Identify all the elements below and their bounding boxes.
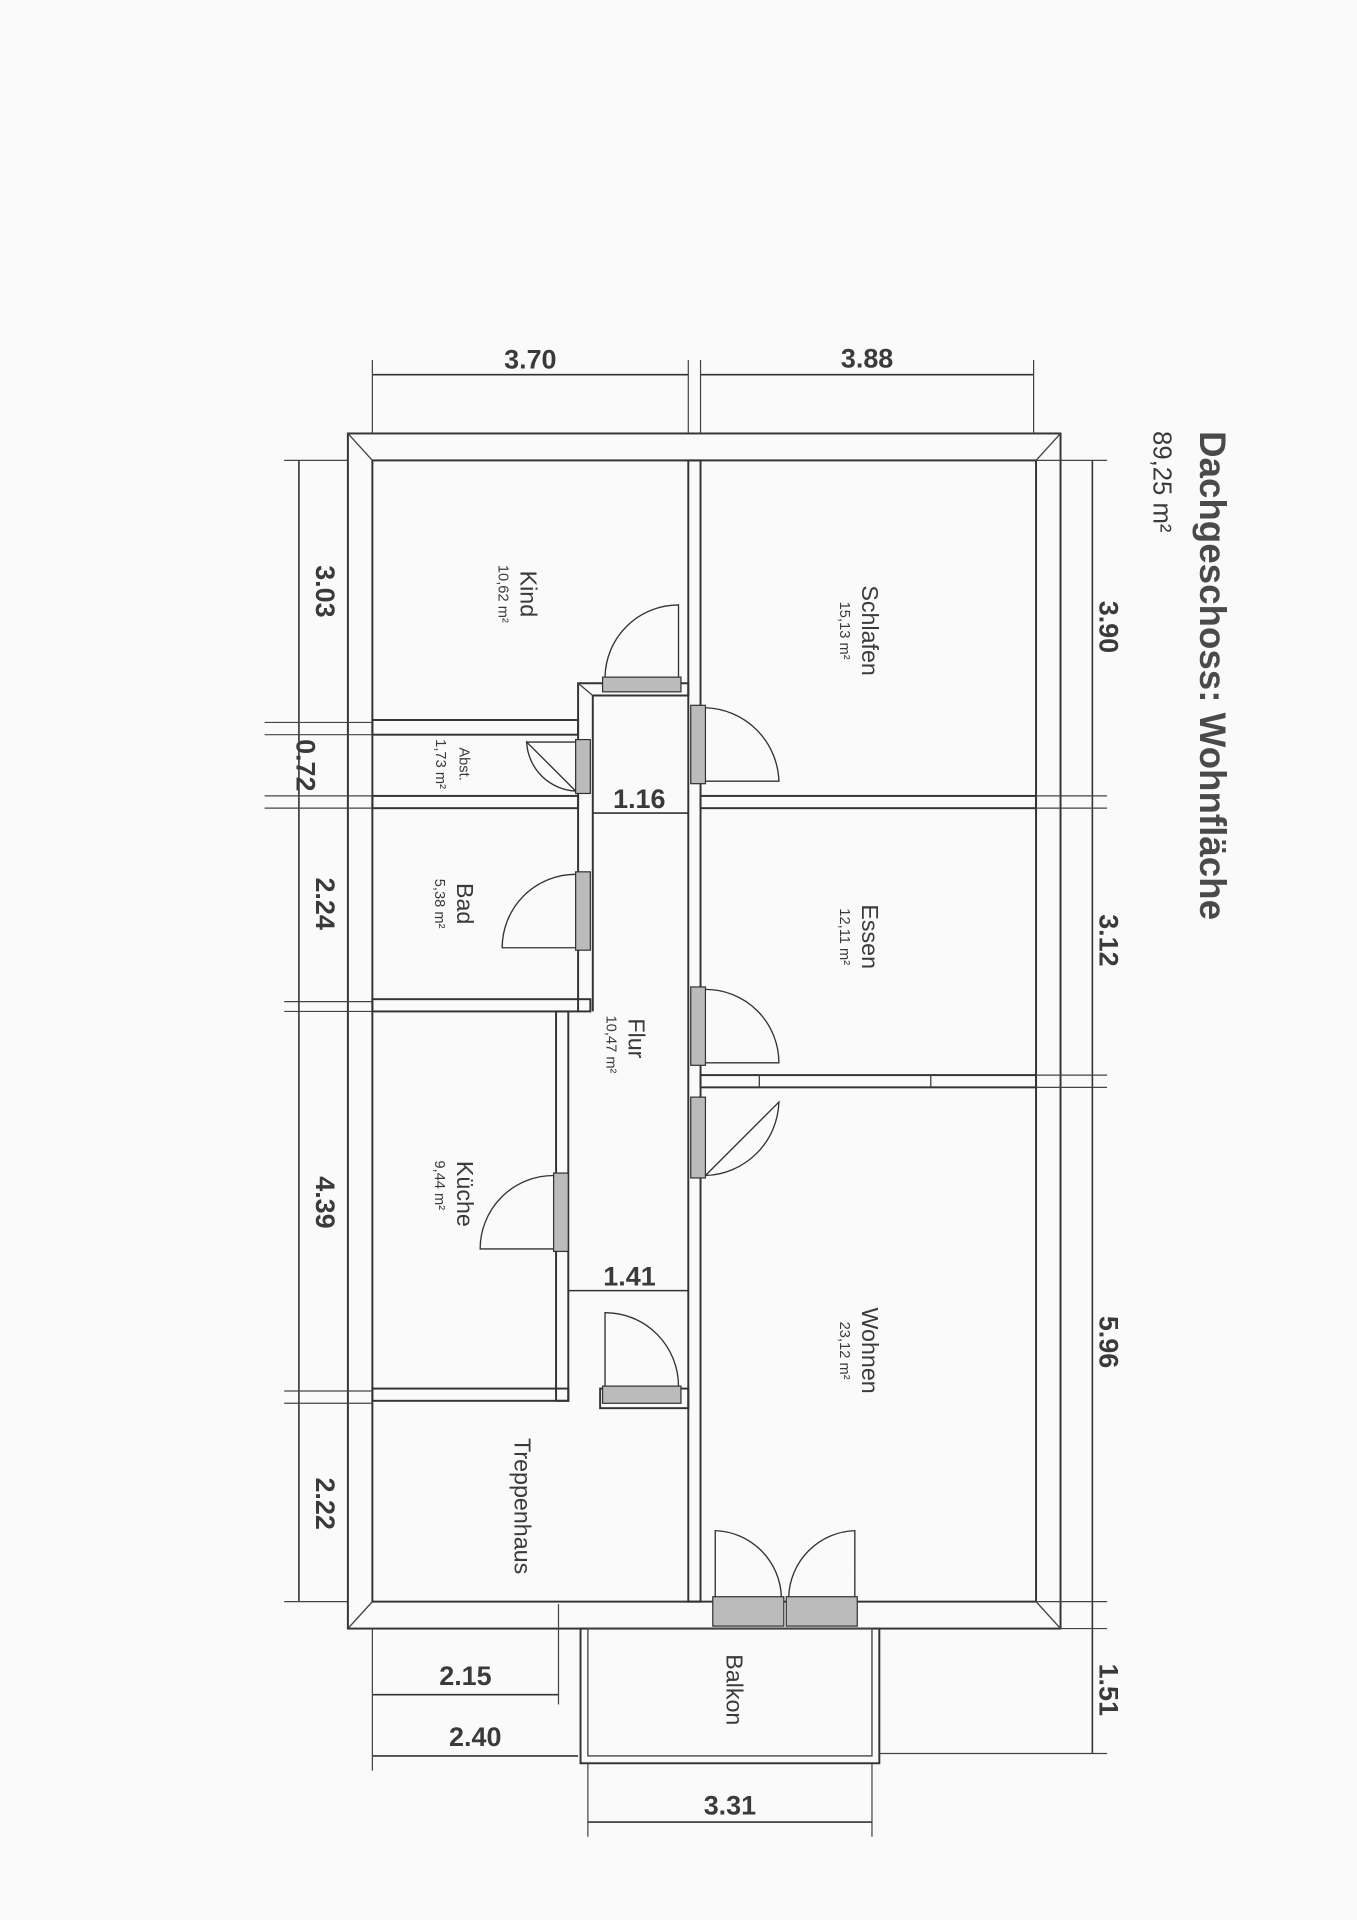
dim-left-abst: 0.72 <box>290 739 320 791</box>
room-flur-name: Flur <box>623 1018 649 1058</box>
room-treppenhaus-name: Treppenhaus <box>509 1438 535 1574</box>
room-bad-area: 5,38 m² <box>431 879 447 929</box>
dim-right-wohnen: 5.96 <box>1094 1316 1124 1368</box>
dim-left-bad: 2.24 <box>310 877 340 929</box>
balcony <box>579 1627 881 1765</box>
plan-title: Dachgeschoss: Wohnfläche <box>1192 431 1233 920</box>
dim-left-kind: 3.03 <box>310 565 340 617</box>
dim-flur-width-lower: 1.41 <box>603 1262 655 1292</box>
dim-bottom-240: 2.40 <box>449 1722 501 1752</box>
room-schlafen-name: Schlafen <box>857 585 883 675</box>
room-wohnen-name: Wohnen <box>857 1308 883 1394</box>
room-schlafen-area: 15,13 m² <box>836 602 852 660</box>
room-abst-name: Abst. <box>455 747 471 780</box>
dim-top-left: 3.70 <box>504 345 556 375</box>
dim-right-balkon: 1.51 <box>1094 1664 1124 1716</box>
total-area: 89,25 m² <box>1148 431 1176 533</box>
dim-right-essen: 3.12 <box>1094 914 1124 966</box>
room-balkon-name: Balkon <box>721 1654 747 1725</box>
dim-bottom-215: 2.15 <box>439 1661 491 1691</box>
room-wohnen-area: 23,12 m² <box>836 1322 852 1380</box>
dim-bottom-balkon: 3.31 <box>704 1791 756 1821</box>
doors <box>479 604 858 1627</box>
room-kind-name: Kind <box>516 571 542 618</box>
room-essen-area: 12,11 m² <box>836 908 852 965</box>
room-flur-area: 10,47 m² <box>602 1016 618 1074</box>
dim-top-right: 3.88 <box>841 343 893 373</box>
dim-right-schlafen: 3.90 <box>1094 601 1124 653</box>
room-kueche-name: Küche <box>452 1161 478 1227</box>
room-bad-name: Bad <box>452 883 478 924</box>
room-kind-area: 10,62 m² <box>494 565 510 623</box>
room-kueche-area: 9,44 m² <box>431 1160 447 1210</box>
dim-left-treppenhaus: 2.22 <box>310 1477 340 1529</box>
dim-flur-width: 1.16 <box>613 784 665 814</box>
dimension-lines <box>264 360 1108 1837</box>
room-essen-name: Essen <box>857 904 883 969</box>
dim-left-kueche: 4.39 <box>310 1176 340 1228</box>
room-abst-area: 1,73 m² <box>432 739 448 789</box>
